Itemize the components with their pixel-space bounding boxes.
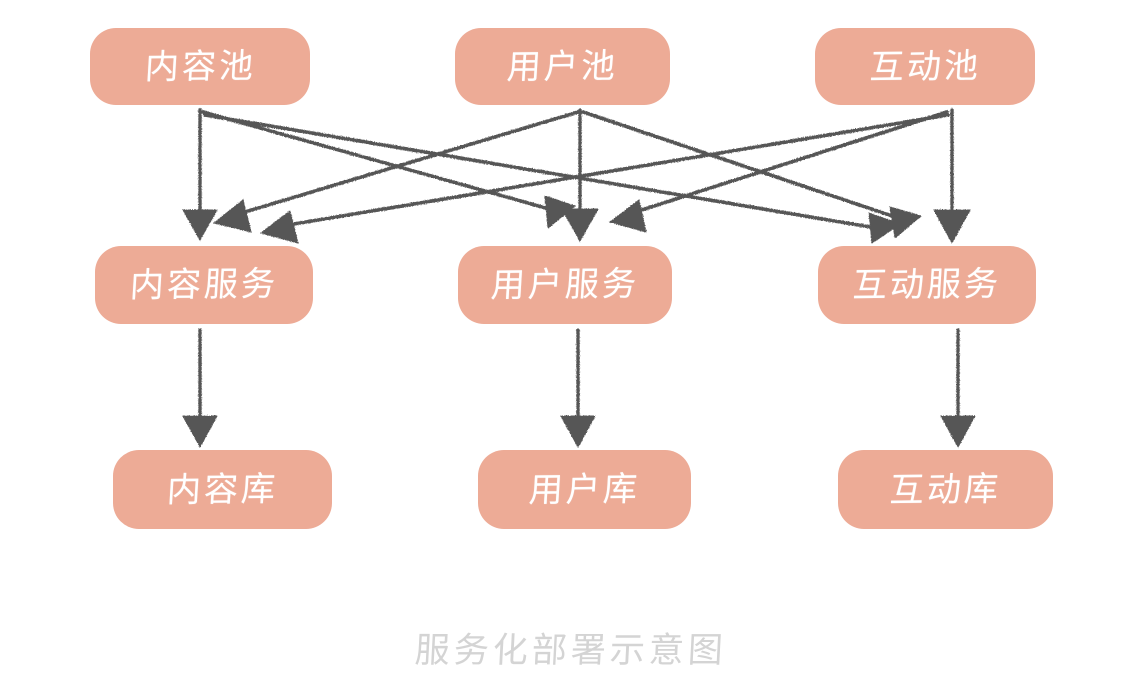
node-interaction-pool-label: 互动池: [868, 45, 982, 88]
edge-content-pool-to-user-service: [201, 110, 577, 229]
edge-interact-pool-to-user-service: [608, 110, 949, 233]
node-content-database[interactable]: 内容库: [113, 450, 332, 529]
node-interaction-service-label: 互动服务: [851, 264, 1003, 306]
node-user-pool-label: 用户池: [505, 45, 620, 88]
node-user-pool[interactable]: 用户池: [455, 28, 670, 105]
node-content-database-label: 内容库: [165, 468, 280, 511]
edge-content-pool-to-content-service: [182, 108, 218, 242]
node-interaction-service[interactable]: 互动服务: [818, 246, 1036, 324]
edge-interact-pool-to-content-service: [259, 113, 950, 244]
edge-content-service-to-content-db: [182, 328, 218, 449]
node-content-pool[interactable]: 内容池: [90, 28, 310, 105]
edge-interact-service-to-interact-db: [940, 328, 976, 449]
node-user-service-label: 用户服务: [489, 264, 641, 306]
edge-user-service-to-user-db: [560, 328, 596, 449]
edge-content-pool-to-interact-service: [203, 113, 902, 244]
node-user-database-label: 用户库: [527, 468, 642, 511]
node-user-database[interactable]: 用户库: [478, 450, 691, 529]
node-interaction-database-label: 互动库: [888, 468, 1003, 511]
node-content-service-label: 内容服务: [128, 264, 280, 306]
node-content-pool-label: 内容池: [143, 45, 257, 88]
node-interaction-pool[interactable]: 互动池: [815, 28, 1035, 105]
node-interaction-database[interactable]: 互动库: [838, 450, 1053, 529]
edge-user-pool-to-interact-service: [581, 110, 923, 239]
node-content-service[interactable]: 内容服务: [95, 246, 313, 324]
edge-user-pool-to-user-service: [561, 108, 599, 243]
edge-user-pool-to-content-service: [212, 110, 580, 233]
diagram-caption: 服务化部署示意图: [413, 631, 728, 671]
node-user-service[interactable]: 用户服务: [458, 246, 672, 324]
edge-interact-pool-to-interact-service: [933, 108, 971, 245]
